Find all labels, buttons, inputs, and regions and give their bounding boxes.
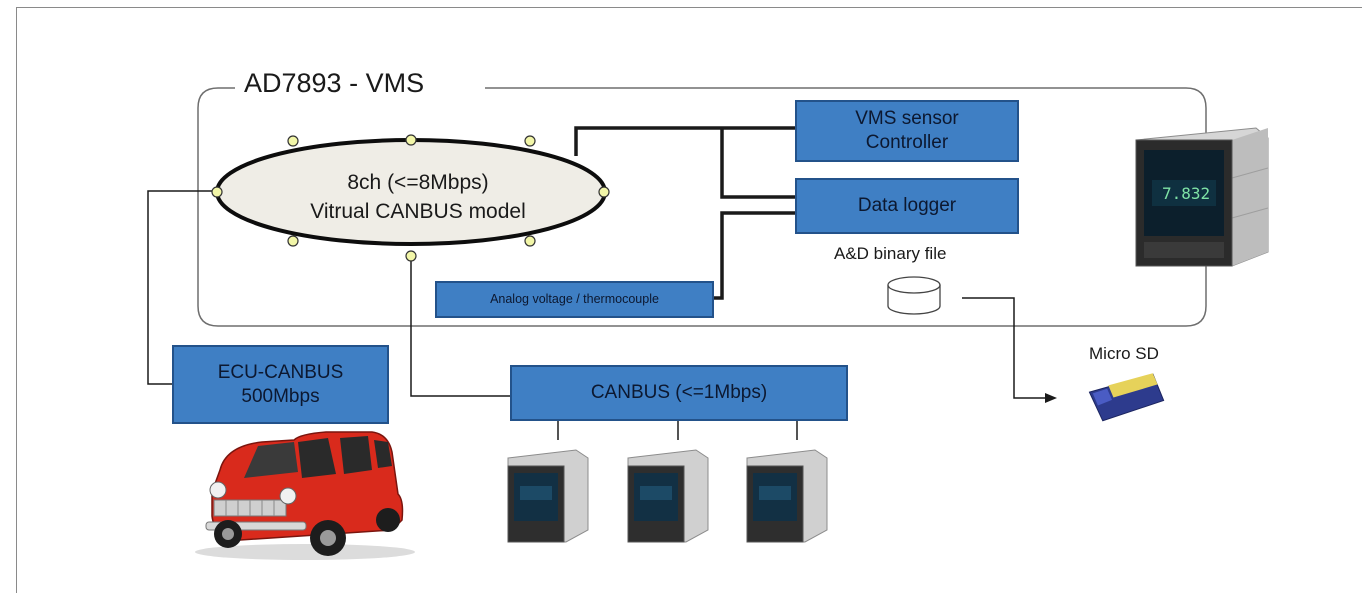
measurement-device-icon <box>1135 127 1269 267</box>
wire-analog-to-logger <box>714 211 795 300</box>
wire-file-to-sd <box>962 297 1045 399</box>
page-frame <box>16 7 1362 593</box>
vms-sensor-controller-box: VMS sensor Controller <box>795 100 1019 162</box>
micro-sd-icon <box>1088 373 1165 422</box>
wire-ellipse-to-logger <box>720 128 795 199</box>
canbus-device-3 <box>746 449 828 543</box>
canbus-box: CANBUS (<=1Mbps) <box>510 365 848 421</box>
canbus-device-1 <box>507 449 589 543</box>
ellipse-nodes <box>211 134 610 262</box>
car-icon <box>195 431 415 560</box>
canbus-device-2 <box>627 449 709 543</box>
virtual-canbus-line1: 8ch (<=8Mbps) <box>347 171 489 194</box>
virtual-canbus-label: 8ch (<=8Mbps) Vitrual CANBUS model <box>248 168 588 226</box>
ecu-canbus-box: ECU-CANBUS 500Mbps <box>172 345 389 424</box>
data-logger-box: Data logger <box>795 178 1019 234</box>
analog-input-box: Analog voltage / thermocouple <box>435 281 714 318</box>
arrowhead <box>1045 393 1057 403</box>
system-boundary <box>197 87 1207 327</box>
wire-ellipse-to-ecu <box>147 190 217 385</box>
wire-ellipse-to-controller <box>574 126 795 156</box>
micro-sd-label: Micro SD <box>1089 344 1159 363</box>
virtual-canbus-line2: Vitrual CANBUS model <box>310 200 526 223</box>
binary-file-label: A&D binary file <box>834 244 947 263</box>
wire-ellipse-to-canbus <box>410 255 510 397</box>
database-icon <box>887 276 941 315</box>
main-device-display-value: 7.832 <box>1162 184 1211 203</box>
diagram-title: AD7893 - VMS <box>242 68 435 99</box>
